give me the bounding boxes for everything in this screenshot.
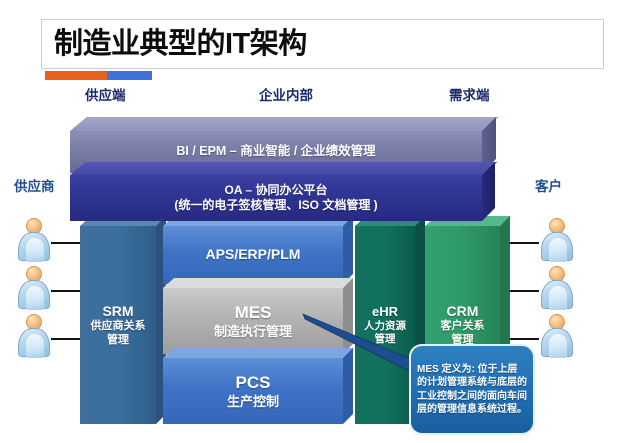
- person-body-icon: [18, 328, 50, 358]
- person-body-icon: [541, 232, 573, 262]
- block-title: SRM: [102, 302, 134, 319]
- block-front-face: eHR 人力资源 管理: [355, 226, 415, 424]
- person-icon: [17, 314, 51, 358]
- block-subtitle-2: 管理: [374, 333, 396, 346]
- connector-line: [509, 290, 539, 292]
- block-top-face: [163, 278, 355, 288]
- side-label-supplier: 供应商: [14, 179, 55, 194]
- block-title: CRM: [446, 302, 479, 319]
- person-body-icon: [541, 280, 573, 310]
- bar-label: OA – 协同办公平台: [224, 183, 328, 197]
- block-title: APS/ERP/PLM: [205, 246, 301, 263]
- block-subtitle: 客户关系: [440, 320, 485, 332]
- person-icon: [540, 266, 574, 310]
- connector-line: [51, 290, 81, 292]
- block-subtitle: 供应商关系: [90, 320, 146, 332]
- bar-top-face: [70, 117, 499, 131]
- block-title: MES: [234, 303, 272, 323]
- page-title: 制造业典型的IT架构: [54, 27, 307, 60]
- connector-line: [509, 242, 539, 244]
- block-subtitle: 生产控制: [226, 393, 279, 409]
- bar-oa[interactable]: OA – 协同办公平台 (统一的电子签核管理、ISO 文档管理 ): [70, 162, 498, 221]
- column-header-demand: 需求端: [449, 88, 490, 103]
- title-box: 制造业典型的IT架构: [41, 19, 604, 69]
- side-label-customer: 客户: [535, 179, 562, 194]
- bar-sublabel: (统一的电子签核管理、ISO 文档管理 ): [174, 198, 378, 212]
- person-icon: [540, 314, 574, 358]
- block-mes[interactable]: MES 制造执行管理: [163, 278, 355, 354]
- block-title: PCS: [235, 373, 271, 393]
- bar-top-face: [70, 162, 498, 175]
- person-body-icon: [18, 232, 50, 262]
- block-side-face: [343, 216, 353, 284]
- person-body-icon: [18, 280, 50, 310]
- block-top-face: [163, 348, 355, 358]
- block-subtitle: 人力资源: [364, 320, 406, 332]
- block-side-face: [343, 348, 353, 424]
- block-subtitle-2: 管理: [107, 333, 129, 346]
- block-subtitle-2: 管理: [451, 333, 474, 346]
- connector-line: [51, 338, 81, 340]
- block-ehr[interactable]: eHR 人力资源 管理: [355, 216, 427, 424]
- callout-text: MES 定义为: 位于上层的计划管理系统与底层的工业控制之间的面向车间层的管理信…: [417, 363, 527, 416]
- block-title: eHR: [371, 303, 398, 319]
- connector-line: [509, 338, 539, 340]
- block-side-face: [343, 278, 353, 354]
- connector-line: [51, 242, 81, 244]
- accent-bar-orange: [45, 71, 107, 80]
- block-srm[interactable]: SRM 供应商关系 管理: [80, 216, 168, 424]
- mes-definition-callout[interactable]: MES 定义为: 位于上层的计划管理系统与底层的工业控制之间的面向车间层的管理信…: [409, 344, 535, 435]
- column-header-supply: 供应端: [85, 88, 126, 103]
- block-subtitle: 制造执行管理: [213, 323, 292, 339]
- person-body-icon: [541, 328, 573, 358]
- person-icon: [17, 266, 51, 310]
- block-front-face: MES 制造执行管理: [163, 288, 343, 354]
- person-icon: [540, 218, 574, 262]
- block-front-face: SRM 供应商关系 管理: [80, 226, 156, 424]
- block-front-face: PCS 生产控制: [163, 358, 343, 424]
- bar-label: BI / EPM – 商业智能 / 企业绩效管理: [176, 144, 376, 159]
- block-front-face: APS/ERP/PLM: [163, 226, 343, 284]
- bar-front-face: OA – 协同办公平台 (统一的电子签核管理、ISO 文档管理 ): [70, 175, 482, 221]
- column-header-internal: 企业内部: [259, 88, 313, 103]
- block-aps-erp-plm[interactable]: APS/ERP/PLM: [163, 216, 355, 284]
- block-pcs[interactable]: PCS 生产控制: [163, 348, 355, 424]
- accent-bar-blue: [107, 71, 152, 80]
- person-icon: [17, 218, 51, 262]
